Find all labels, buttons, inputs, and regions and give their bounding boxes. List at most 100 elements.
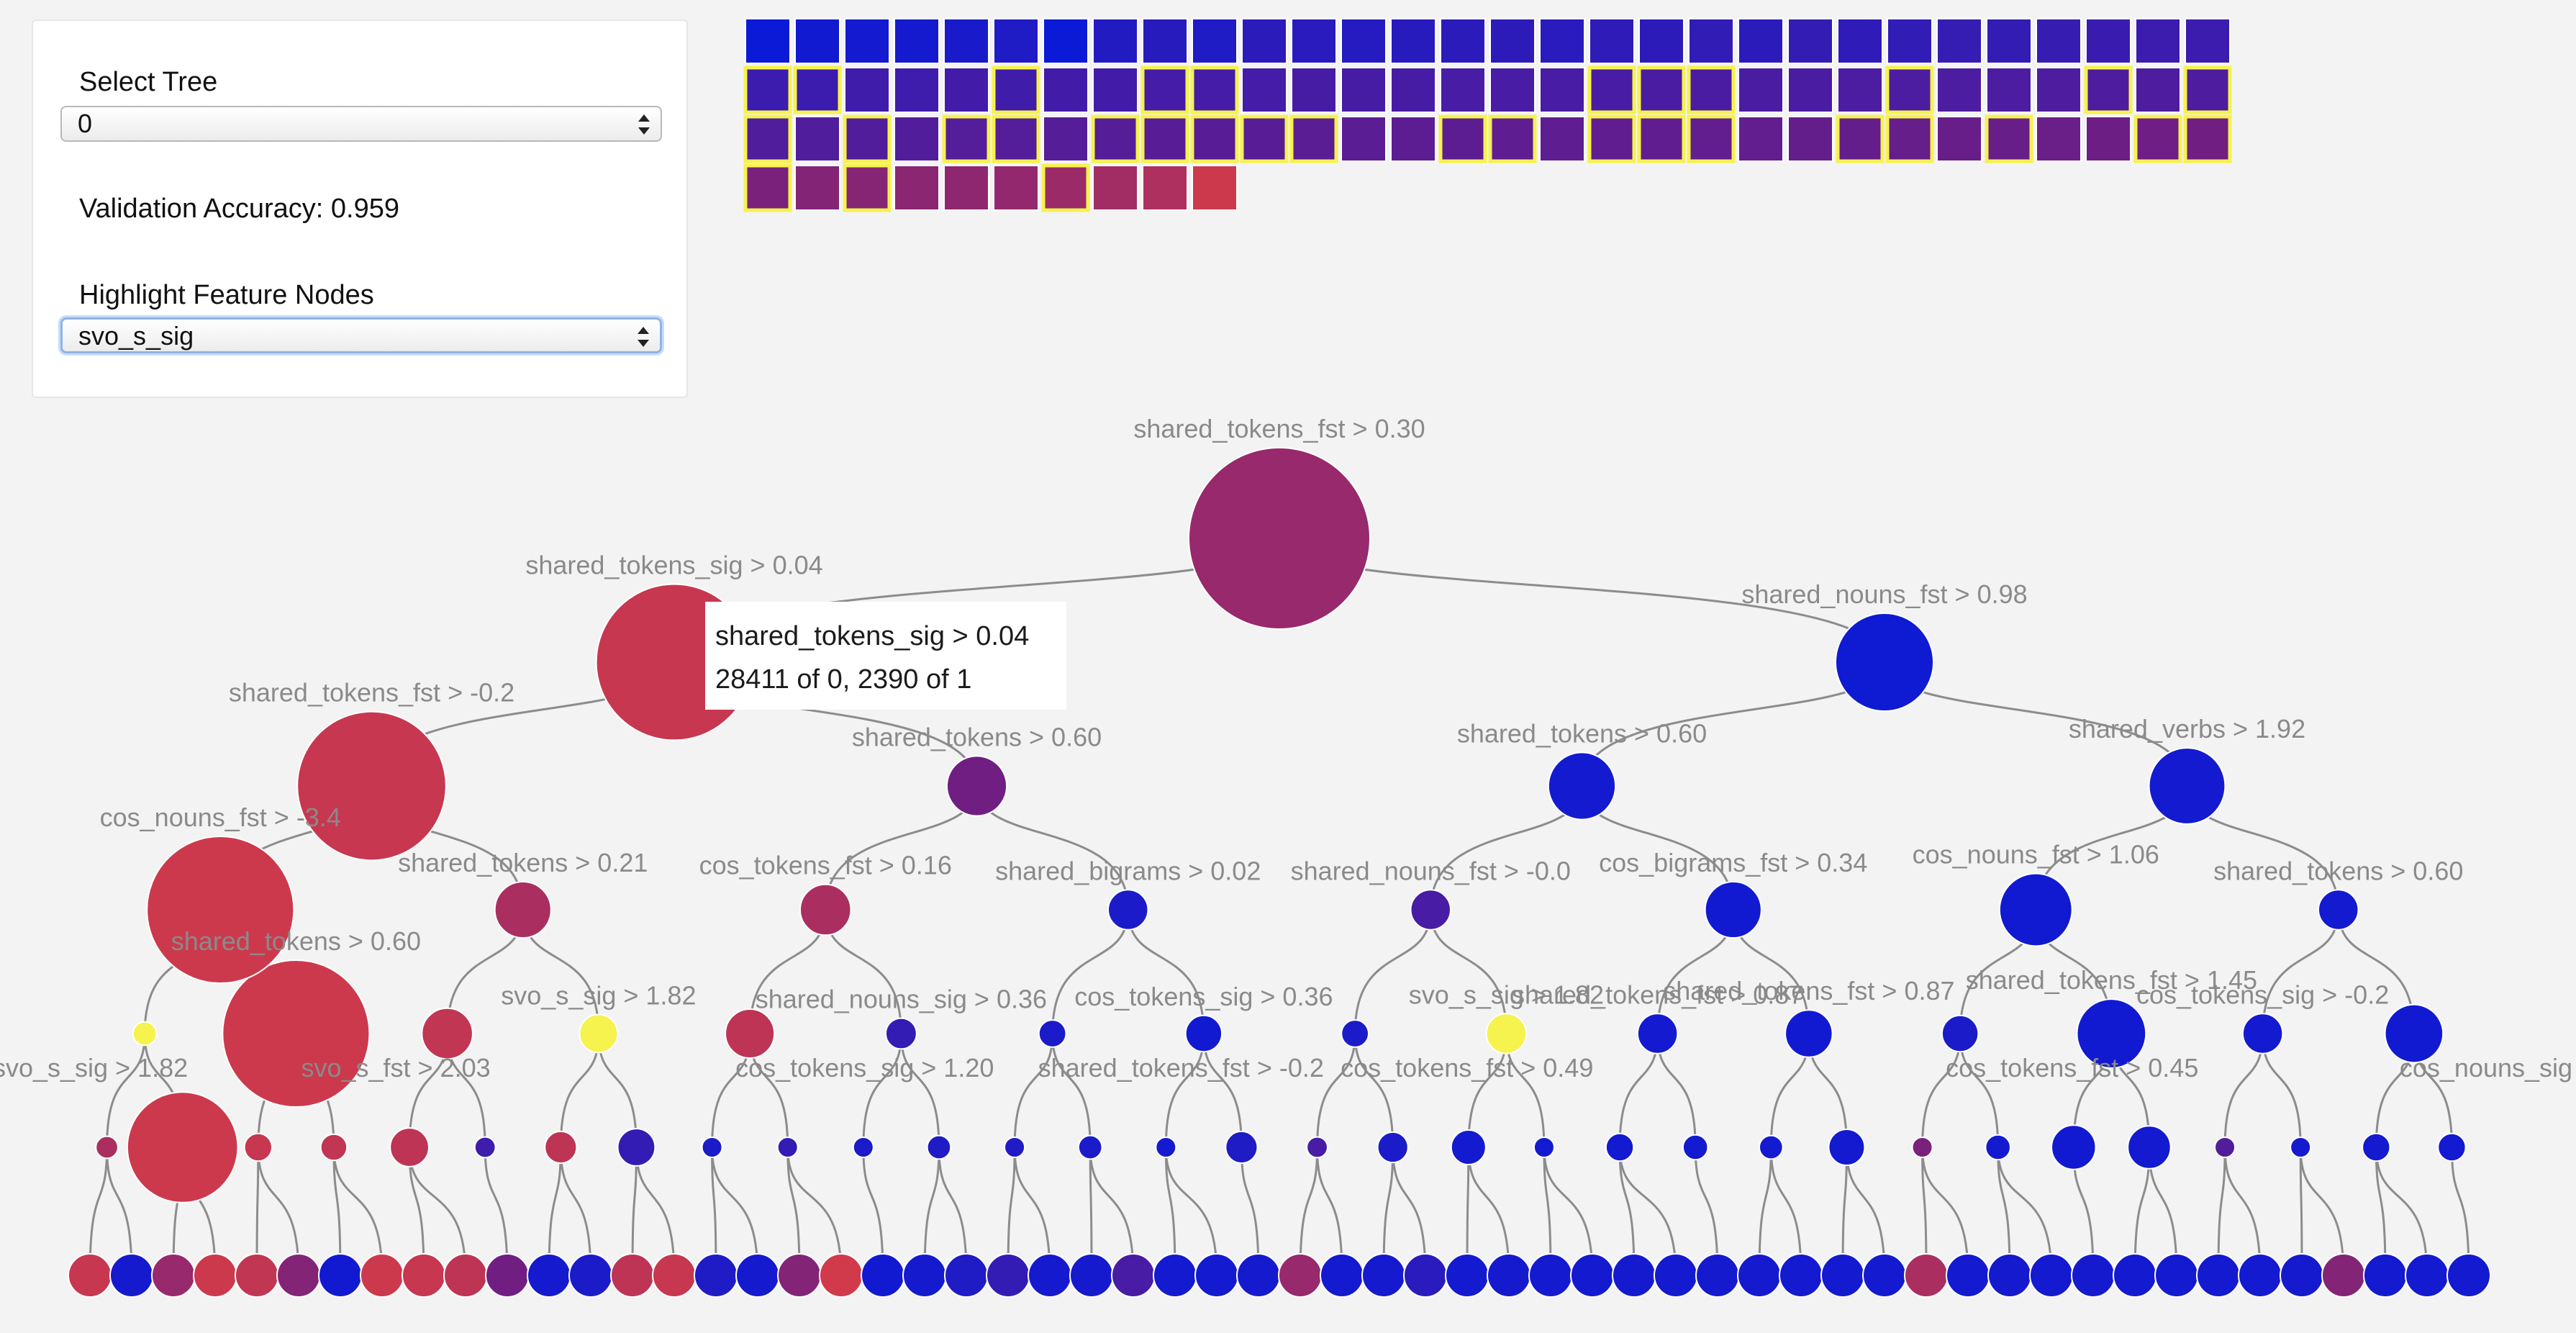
tree-thumbnail[interactable] bbox=[1043, 67, 1089, 113]
tree-thumbnail[interactable] bbox=[2185, 18, 2231, 64]
tree-thumbnail[interactable] bbox=[1738, 67, 1784, 113]
leaf-node[interactable] bbox=[1528, 1253, 1573, 1298]
tree-thumbnail[interactable] bbox=[1738, 116, 1784, 162]
tree-thumbnail[interactable] bbox=[993, 18, 1039, 64]
tree-thumbnail[interactable] bbox=[1438, 114, 1487, 163]
tree-thumbnail[interactable] bbox=[1192, 165, 1238, 211]
tree-node-n4[interactable] bbox=[945, 755, 1008, 817]
tree-node[interactable] bbox=[701, 1137, 723, 1158]
leaf-node[interactable] bbox=[235, 1253, 279, 1298]
tree-thumbnail[interactable] bbox=[2085, 18, 2131, 64]
tree-thumbnail[interactable] bbox=[1936, 67, 1982, 113]
tree-node-n12[interactable] bbox=[1704, 880, 1762, 939]
leaf-node[interactable] bbox=[944, 1253, 989, 1298]
tree-thumbnail[interactable] bbox=[794, 116, 840, 162]
tree-node-n16[interactable] bbox=[222, 959, 371, 1108]
tree-thumbnail[interactable] bbox=[1192, 18, 1238, 64]
leaf-node[interactable] bbox=[610, 1253, 655, 1298]
tree-thumbnail[interactable] bbox=[843, 114, 892, 163]
leaf-node[interactable] bbox=[1069, 1253, 1114, 1298]
leaf-node[interactable] bbox=[1654, 1253, 1698, 1298]
tree-node[interactable] bbox=[617, 1128, 656, 1167]
tree-thumbnail[interactable] bbox=[1190, 65, 1239, 114]
tree-node[interactable] bbox=[126, 1091, 239, 1203]
tree-thumbnail[interactable] bbox=[1836, 114, 1885, 163]
tree-node-n25[interactable] bbox=[1636, 1013, 1679, 1054]
leaf-node[interactable] bbox=[443, 1253, 488, 1298]
leaf-node[interactable] bbox=[2029, 1253, 2074, 1298]
leaf-node[interactable] bbox=[360, 1253, 404, 1298]
tree-thumbnail[interactable] bbox=[2183, 65, 2232, 114]
tree-thumbnail[interactable] bbox=[1440, 67, 1486, 113]
tree-node-n23[interactable] bbox=[1341, 1019, 1370, 1048]
tree-node-n26[interactable] bbox=[1784, 1009, 1833, 1058]
tree-thumbnail[interactable] bbox=[894, 116, 940, 162]
tree-node[interactable] bbox=[1533, 1137, 1555, 1158]
tree-thumbnail[interactable] bbox=[1390, 116, 1436, 162]
tree-node-n30[interactable] bbox=[2384, 1003, 2444, 1064]
tree-node-n27[interactable] bbox=[1941, 1014, 1979, 1053]
leaf-node[interactable] bbox=[318, 1253, 363, 1298]
tree-thumbnail[interactable] bbox=[1341, 18, 1387, 64]
tree-node[interactable] bbox=[243, 1132, 273, 1162]
tree-thumbnail[interactable] bbox=[1341, 116, 1387, 162]
tree-thumbnail[interactable] bbox=[1092, 67, 1138, 113]
leaf-node[interactable] bbox=[1111, 1253, 1156, 1298]
tree-node[interactable] bbox=[2127, 1125, 2172, 1170]
leaf-node[interactable] bbox=[694, 1253, 738, 1298]
tree-thumbnail[interactable] bbox=[1488, 114, 1537, 163]
leaf-node[interactable] bbox=[1403, 1253, 1448, 1298]
leaf-node[interactable] bbox=[1946, 1253, 1990, 1298]
tree-thumbnail[interactable] bbox=[743, 65, 792, 114]
leaf-node[interactable] bbox=[1028, 1253, 1072, 1298]
leaf-node[interactable] bbox=[402, 1253, 446, 1298]
tree-thumbnail[interactable] bbox=[1887, 18, 1933, 64]
tree-node[interactable] bbox=[1377, 1131, 1409, 1164]
tree-node-n10[interactable] bbox=[1107, 889, 1149, 931]
tree-thumbnail[interactable] bbox=[1440, 18, 1486, 64]
tree-thumbnail[interactable] bbox=[1688, 18, 1734, 64]
tree-thumbnail[interactable] bbox=[743, 163, 792, 212]
tree-thumbnail[interactable] bbox=[1787, 67, 1833, 113]
leaf-node[interactable] bbox=[735, 1253, 780, 1298]
tree-thumbnail[interactable] bbox=[743, 114, 792, 163]
tree-node-n6[interactable] bbox=[2148, 747, 2226, 825]
tree-thumbnail[interactable] bbox=[2084, 65, 2133, 114]
tree-node[interactable] bbox=[1682, 1134, 1709, 1161]
leaf-node[interactable] bbox=[2446, 1253, 2491, 1298]
tree-thumbnail[interactable] bbox=[1539, 67, 1585, 113]
tree-thumbnail[interactable] bbox=[1587, 65, 1636, 114]
leaf-node[interactable] bbox=[1445, 1253, 1489, 1298]
tree-node[interactable] bbox=[2051, 1124, 2097, 1170]
leaf-node[interactable] bbox=[1278, 1253, 1323, 1298]
tree-thumbnail[interactable] bbox=[894, 165, 940, 211]
leaf-node[interactable] bbox=[151, 1253, 196, 1298]
leaf-node[interactable] bbox=[1695, 1253, 1740, 1298]
tree-node[interactable] bbox=[1155, 1137, 1177, 1158]
tree-thumbnail[interactable] bbox=[1539, 116, 1585, 162]
leaf-node[interactable] bbox=[1153, 1253, 1197, 1298]
tree-thumbnail[interactable] bbox=[1837, 18, 1883, 64]
leaf-node[interactable] bbox=[1862, 1253, 1907, 1298]
leaf-node[interactable] bbox=[2363, 1253, 2408, 1298]
tree-thumbnail[interactable] bbox=[1291, 67, 1337, 113]
leaf-node[interactable] bbox=[986, 1253, 1030, 1298]
tree-thumbnail[interactable] bbox=[943, 18, 989, 64]
tree-thumbnail[interactable] bbox=[943, 165, 989, 211]
tree-node[interactable] bbox=[2214, 1137, 2236, 1158]
tree-node[interactable] bbox=[2362, 1132, 2391, 1162]
tree-node-n20[interactable] bbox=[884, 1017, 917, 1050]
tree-thumbnail[interactable] bbox=[1043, 18, 1089, 64]
leaf-node[interactable] bbox=[2154, 1253, 2199, 1298]
tree-thumbnail[interactable] bbox=[1140, 65, 1189, 114]
tree-node-n14[interactable] bbox=[2318, 889, 2359, 931]
tree-thumbnail[interactable] bbox=[1985, 114, 2033, 163]
tree-thumbnail[interactable] bbox=[993, 165, 1039, 211]
tree-thumbnail[interactable] bbox=[1885, 65, 1934, 114]
tree-thumbnail[interactable] bbox=[1489, 18, 1536, 64]
tree-node[interactable] bbox=[1758, 1134, 1784, 1160]
tree-node[interactable] bbox=[2437, 1132, 2467, 1162]
tree-thumbnail[interactable] bbox=[1140, 114, 1189, 163]
tree-thumbnail[interactable] bbox=[1291, 18, 1337, 64]
leaf-node[interactable] bbox=[2321, 1253, 2366, 1298]
